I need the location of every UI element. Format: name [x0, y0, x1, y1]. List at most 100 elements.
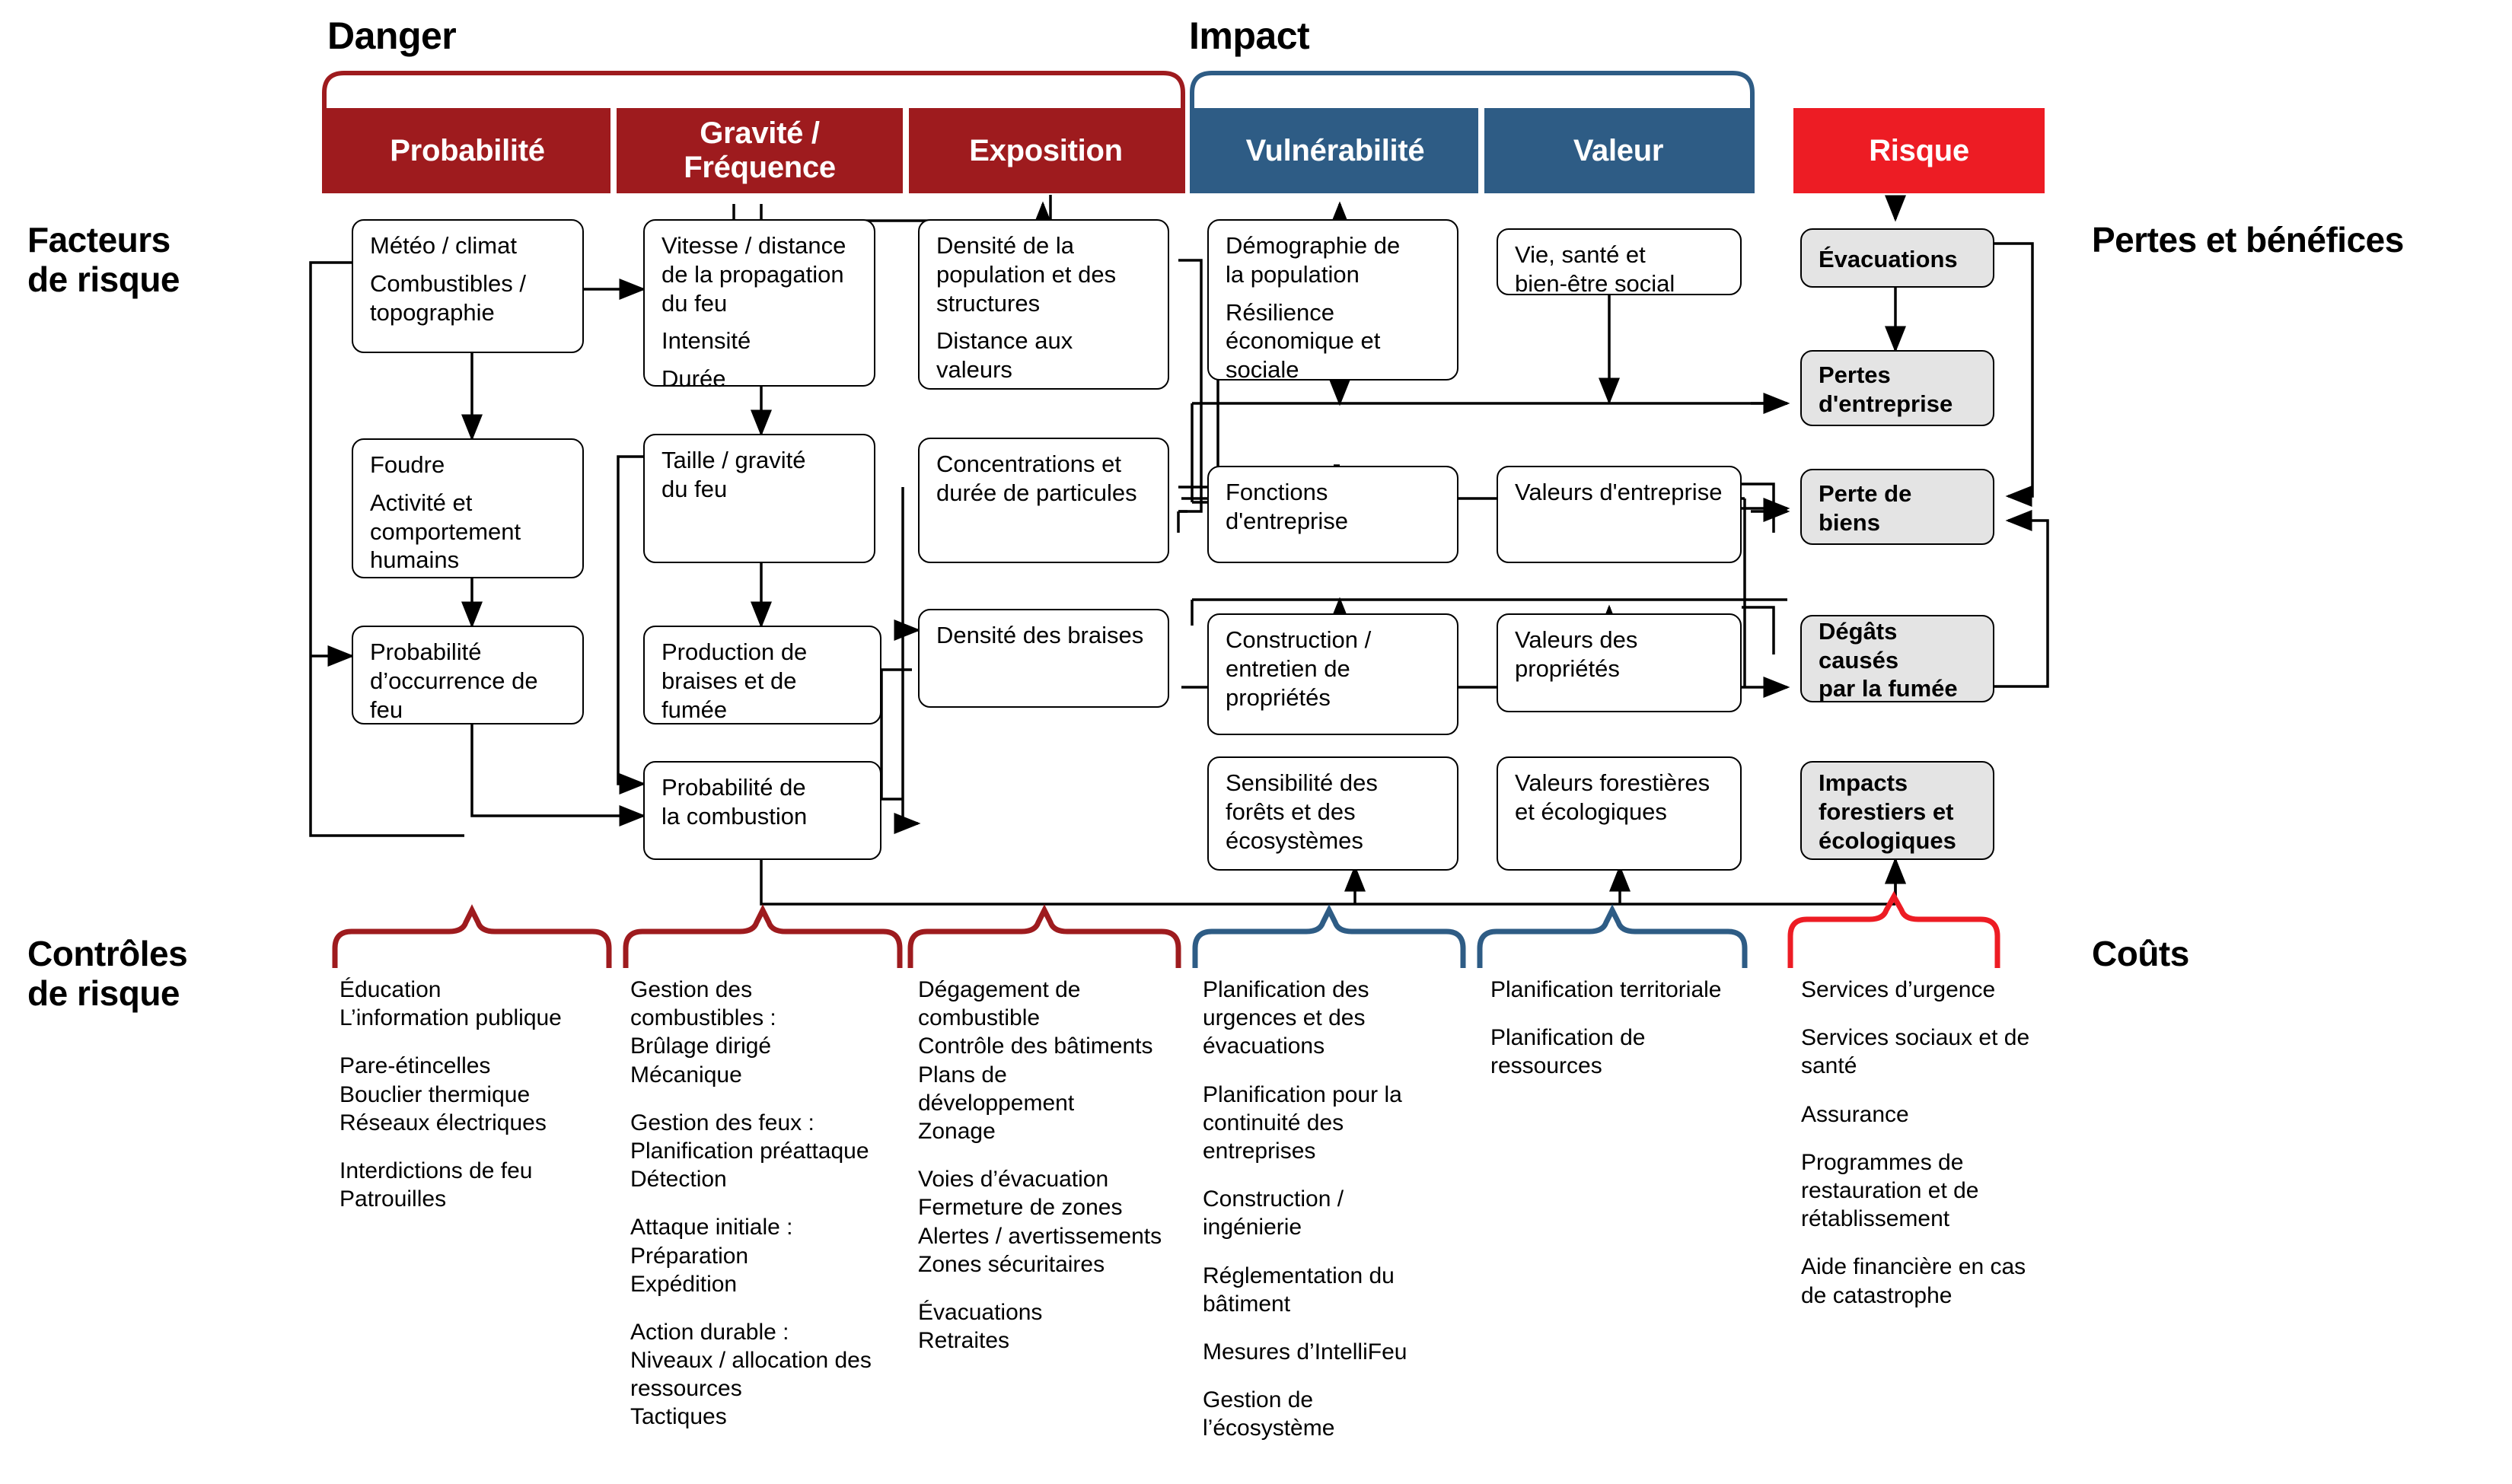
- category-label: Valeur: [1573, 133, 1664, 167]
- control-line: Réglementation du: [1203, 1263, 1395, 1288]
- node-pertes-entreprise[interactable]: Pertes d'entreprise: [1800, 350, 1994, 426]
- control-line: combustible: [918, 1005, 1041, 1031]
- node-fonctions-entreprise[interactable]: Fonctions d'entreprise: [1207, 466, 1458, 563]
- node-degats-causes-fumee[interactable]: Dégâts causés par la fumée: [1800, 615, 1994, 702]
- group-label-danger: Danger: [327, 14, 457, 57]
- control-group: Éducation L’information publique: [340, 976, 621, 1032]
- control-group: Planification territoriale: [1490, 976, 1757, 1004]
- node-densite-braises[interactable]: Densité des braises: [918, 609, 1169, 708]
- node-line: Vitesse / distance de la propagation du …: [661, 232, 846, 317]
- control-group: Gestion des feux : Planification préatta…: [630, 1109, 913, 1194]
- node-line: Évacuations: [1819, 246, 1958, 273]
- node-valeurs-forestieres-ecologiques[interactable]: Valeurs forestières et écologiques: [1497, 756, 1742, 871]
- control-line: Bouclier thermique: [340, 1081, 531, 1107]
- control-line: Mécanique: [630, 1062, 742, 1088]
- brace-control-risque: [1787, 890, 2000, 968]
- category-header-valeur[interactable]: Valeur: [1484, 108, 1752, 193]
- control-line: Planification des: [1203, 977, 1369, 1002]
- group-label-impact: Impact: [1189, 14, 1310, 57]
- node-densite-population-structures[interactable]: Densité de la population et des structur…: [918, 219, 1169, 390]
- node-line: Concentrations et durée de particules: [936, 451, 1137, 506]
- node-sensibilite-forets-ecosystemes[interactable]: Sensibilité des forêts et des écosystème…: [1207, 756, 1458, 871]
- control-line: l’écosystème: [1203, 1416, 1335, 1441]
- control-line: Aide financière en cas: [1801, 1254, 2026, 1280]
- node-line: Sensibilité des forêts et des écosystème…: [1226, 769, 1378, 854]
- node-line: Foudre: [370, 451, 445, 478]
- control-line: Zonage: [918, 1118, 996, 1144]
- category-header-gravite[interactable]: Gravité / Fréquence: [617, 108, 903, 193]
- control-line: Préparation: [630, 1243, 749, 1269]
- control-line: Planification de: [1490, 1025, 1646, 1051]
- control-line: Alertes / avertissements: [918, 1223, 1162, 1249]
- node-line: Probabilité de la combustion: [661, 774, 808, 830]
- control-line: bâtiment: [1203, 1291, 1291, 1317]
- control-line: urgences et des: [1203, 1005, 1366, 1031]
- node-line: Activité et comportement humains: [370, 489, 521, 574]
- node-demographie-population[interactable]: Démographie de la population Résilience …: [1207, 219, 1458, 383]
- node-taille-gravite-feu[interactable]: Taille / gravité du feu: [643, 434, 875, 563]
- category-header-exposition[interactable]: Exposition: [909, 108, 1183, 193]
- control-line: Planification préattaque: [630, 1138, 869, 1164]
- controls-column-risque: Services d’urgence Services sociaux et d…: [1801, 976, 2090, 1310]
- category-header-risque[interactable]: Risque: [1793, 108, 2045, 193]
- node-line: Valeurs d'entreprise: [1515, 479, 1723, 505]
- control-line: Brûlage dirigé: [630, 1033, 772, 1059]
- control-line: ingénierie: [1203, 1215, 1302, 1240]
- node-line: Densité des braises: [936, 622, 1144, 648]
- node-probabilite-combustion[interactable]: Probabilité de la combustion: [643, 761, 881, 860]
- control-group: Mesures d’IntelliFeu: [1203, 1338, 1477, 1366]
- category-header-vulnerabilite[interactable]: Vulnérabilité: [1192, 108, 1478, 193]
- node-line: Taille / gravité du feu: [661, 447, 806, 502]
- node-line: Production de braises et de fumée: [661, 639, 808, 723]
- brace-control-gravite: [623, 904, 903, 968]
- control-line: Gestion des feux :: [630, 1110, 814, 1135]
- node-vitesse-distance-propagation[interactable]: Vitesse / distance de la propagation du …: [643, 219, 875, 392]
- control-group: Construction / ingénierie: [1203, 1185, 1477, 1241]
- controls-column-vulnerabilite: Planification des urgences et des évacua…: [1203, 976, 1477, 1442]
- category-label: Risque: [1869, 133, 1969, 167]
- node-vie-sante-bien-etre[interactable]: Vie, santé et bien-être social: [1497, 228, 1742, 297]
- control-line: évacuations: [1203, 1033, 1325, 1059]
- brace-control-valeur: [1477, 904, 1748, 968]
- node-line: Impacts forestiers et écologiques: [1819, 769, 1956, 854]
- node-valeurs-entreprise[interactable]: Valeurs d'entreprise: [1497, 466, 1742, 563]
- node-concentrations-duree-particules[interactable]: Concentrations et durée de particules: [918, 438, 1169, 563]
- node-valeurs-proprietes[interactable]: Valeurs des propriétés: [1497, 613, 1742, 712]
- control-group: Assurance: [1801, 1100, 2090, 1129]
- control-line: Plans de: [918, 1062, 1007, 1088]
- side-label-risk-controls: Contrôles de risque: [27, 934, 188, 1013]
- node-evacuations[interactable]: Évacuations: [1800, 228, 1994, 288]
- node-perte-de-biens[interactable]: Perte de biens: [1800, 469, 1994, 545]
- control-line: ressources: [1490, 1053, 1602, 1079]
- control-line: Fermeture de zones: [918, 1195, 1123, 1221]
- control-line: Contrôle des bâtiments: [918, 1033, 1153, 1059]
- node-probabilite-occurrence-feu[interactable]: Probabilité d’occurrence de feu: [352, 626, 584, 724]
- node-impacts-forestiers-ecologiques[interactable]: Impacts forestiers et écologiques: [1800, 761, 1994, 860]
- control-line: Action durable :: [630, 1319, 789, 1345]
- node-meteo-climat[interactable]: Météo / climat Combustibles / topographi…: [352, 219, 584, 353]
- node-foudre[interactable]: Foudre Activité et comportement humains: [352, 438, 584, 578]
- control-group: Gestion de l’écosystème: [1203, 1386, 1477, 1442]
- control-line: Réseaux électriques: [340, 1110, 547, 1135]
- control-line: Zones sécuritaires: [918, 1251, 1105, 1277]
- control-group: Action durable : Niveaux / allocation de…: [630, 1318, 913, 1431]
- node-line: Combustibles / topographie: [370, 269, 527, 326]
- control-line: Dégagement de: [918, 977, 1081, 1002]
- brace-control-probabilite: [332, 904, 612, 968]
- control-group: Programmes de restauration et de rétabli…: [1801, 1148, 2090, 1234]
- control-line: Patrouilles: [340, 1186, 447, 1212]
- control-group: Interdictions de feu Patrouilles: [340, 1157, 621, 1213]
- node-production-braises-fumee[interactable]: Production de braises et de fumée: [643, 626, 881, 724]
- control-group: Gestion des combustibles : Brûlage dirig…: [630, 976, 913, 1089]
- node-construction-entretien-proprietes[interactable]: Construction / entretien de propriétés: [1207, 613, 1458, 735]
- brace-control-exposition: [907, 904, 1181, 968]
- controls-column-exposition: Dégagement de combustible Contrôle des b…: [918, 976, 1192, 1355]
- node-line: Densité de la population et des structur…: [936, 232, 1117, 317]
- control-line: santé: [1801, 1053, 1857, 1079]
- control-line: Retraites: [918, 1328, 1010, 1354]
- node-line: Fonctions d'entreprise: [1226, 479, 1349, 534]
- category-header-probabilite[interactable]: Probabilité: [324, 108, 610, 193]
- controls-column-valeur: Planification territoriale Planification…: [1490, 976, 1757, 1081]
- category-label: Gravité / Fréquence: [684, 116, 836, 184]
